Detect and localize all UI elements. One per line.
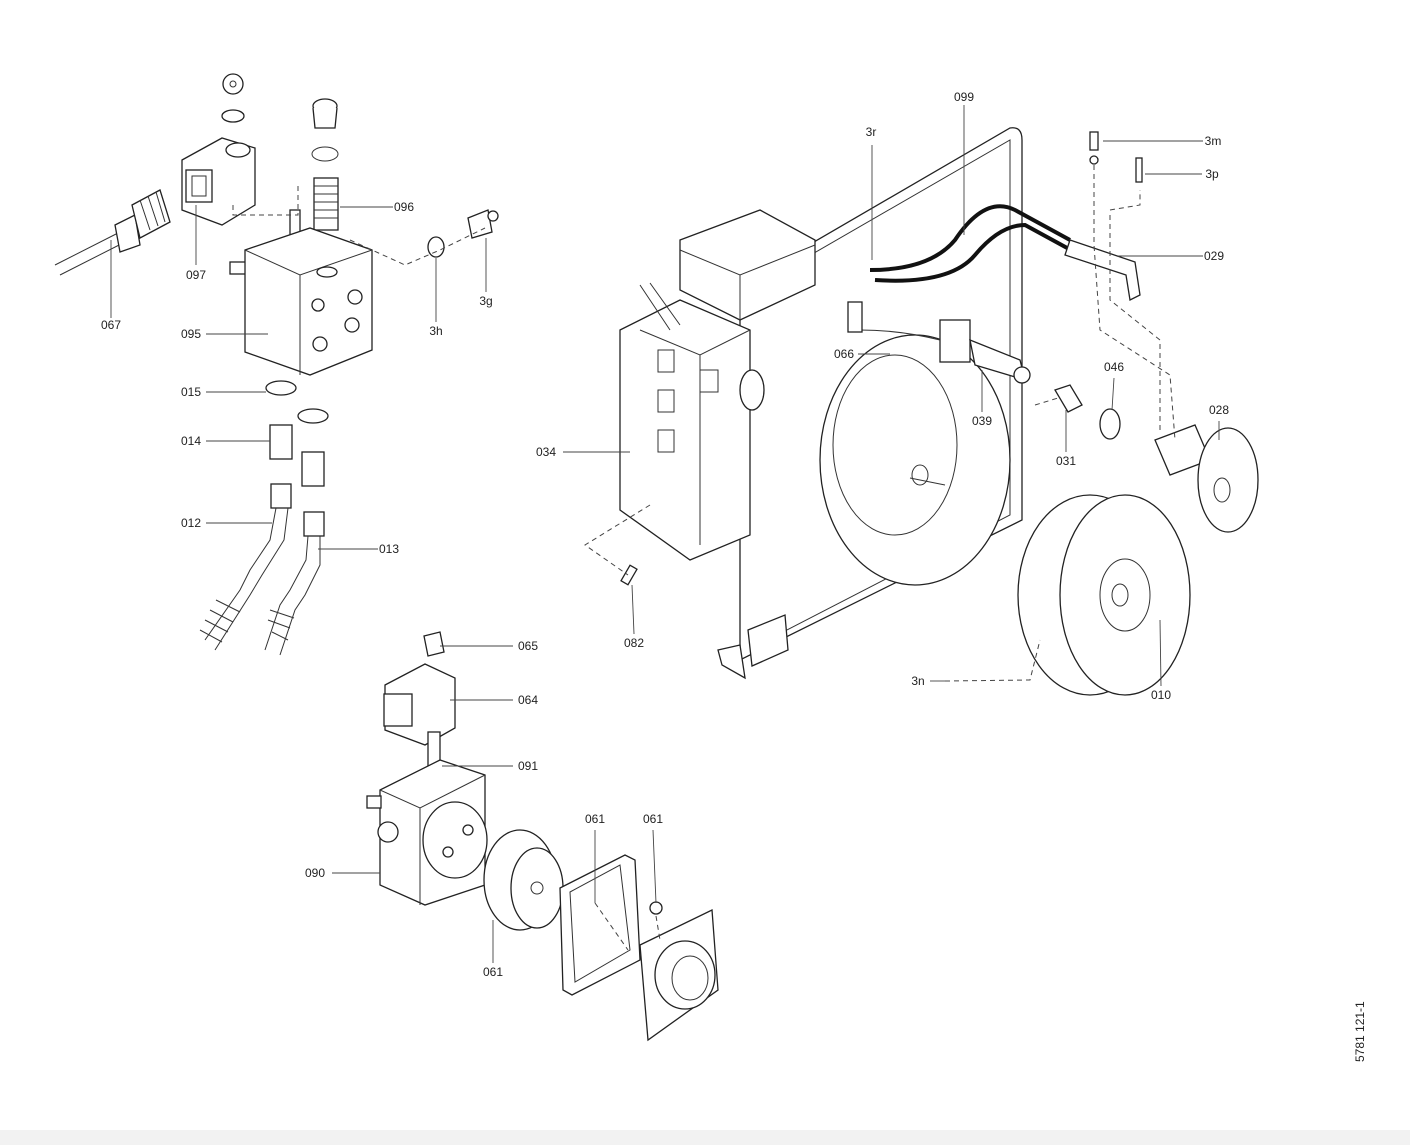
seal-ring-3h — [427, 236, 445, 258]
pump-cover — [639, 908, 719, 1042]
leader-lines — [110, 105, 1220, 963]
part-label-029: 029 — [1204, 249, 1224, 263]
part-label-014: 014 — [181, 434, 201, 448]
part-label-010: 010 — [1151, 688, 1171, 702]
part-label-3r: 3r — [866, 125, 877, 139]
power-cable-plug — [54, 189, 171, 276]
document-number: 5781 121-1 — [1353, 1001, 1367, 1062]
footer-bar — [0, 1130, 1410, 1145]
washer — [297, 408, 329, 424]
filter-096 — [311, 98, 339, 231]
part-label-3p: 3p — [1205, 167, 1219, 181]
flame-tube-028 — [1154, 424, 1259, 533]
leader-line — [652, 829, 657, 904]
part-label-046: 046 — [1104, 360, 1124, 374]
part-label-015: 015 — [181, 385, 201, 399]
leader-line — [1159, 619, 1162, 687]
part-label-034: 034 — [536, 445, 556, 459]
part-label-096: 096 — [394, 200, 414, 214]
part-label-090: 090 — [305, 866, 325, 880]
part-label-012: 012 — [181, 516, 201, 530]
part-label-013: 013 — [379, 542, 399, 556]
part-label-039: 039 — [972, 414, 992, 428]
screw-082 — [620, 564, 638, 586]
solenoid-coil-097 — [181, 73, 256, 226]
part-label-065: 065 — [518, 639, 538, 653]
ignition-electrode-039 — [847, 301, 1031, 384]
leader-line — [1111, 377, 1115, 411]
gear-061 — [483, 829, 564, 931]
part-label-066: 066 — [834, 347, 854, 361]
part-label-067: 067 — [101, 318, 121, 332]
washer-015 — [265, 380, 297, 396]
oil-hoses — [199, 483, 325, 656]
nipple — [301, 451, 325, 487]
ignition-cable-099 — [869, 204, 1071, 272]
part-label-061: 061 — [585, 812, 605, 826]
seal-ring-046 — [1099, 408, 1121, 440]
part-label-099: 099 — [954, 90, 974, 104]
part-label-061: 061 — [483, 965, 503, 979]
nipple-3g — [467, 209, 499, 239]
part-label-061: 061 — [643, 812, 663, 826]
transformer — [679, 209, 816, 321]
fan-housing — [819, 334, 1011, 586]
part-label-3h: 3h — [429, 324, 442, 338]
fan-wheel-010 — [1017, 494, 1191, 696]
part-label-028: 028 — [1209, 403, 1229, 417]
oil-pump-090 — [366, 631, 488, 906]
part-label-031: 031 — [1056, 454, 1076, 468]
part-labels: 099 3r 3m 3p 029 096 097 067 095 3h 3g 015 014 012 013… — [101, 90, 1229, 979]
part-label-091: 091 — [518, 759, 538, 773]
screws-3m-3p — [1089, 131, 1143, 183]
bracket-029 — [1064, 239, 1141, 301]
part-label-095: 095 — [181, 327, 201, 341]
part-label-097: 097 — [186, 268, 206, 282]
washer-061 — [649, 901, 663, 915]
oil-pump-095 — [229, 209, 373, 376]
part-label-064: 064 — [518, 693, 538, 707]
gasket-061 — [559, 854, 641, 996]
part-label-082: 082 — [624, 636, 644, 650]
nozzle-031 — [1054, 384, 1083, 413]
leader-line — [631, 584, 635, 635]
part-label-3m: 3m — [1205, 134, 1222, 148]
part-label-3g: 3g — [479, 294, 492, 308]
control-unit-034 — [619, 282, 765, 561]
part-label-3n: 3n — [911, 674, 924, 688]
nipple-014 — [269, 424, 293, 460]
